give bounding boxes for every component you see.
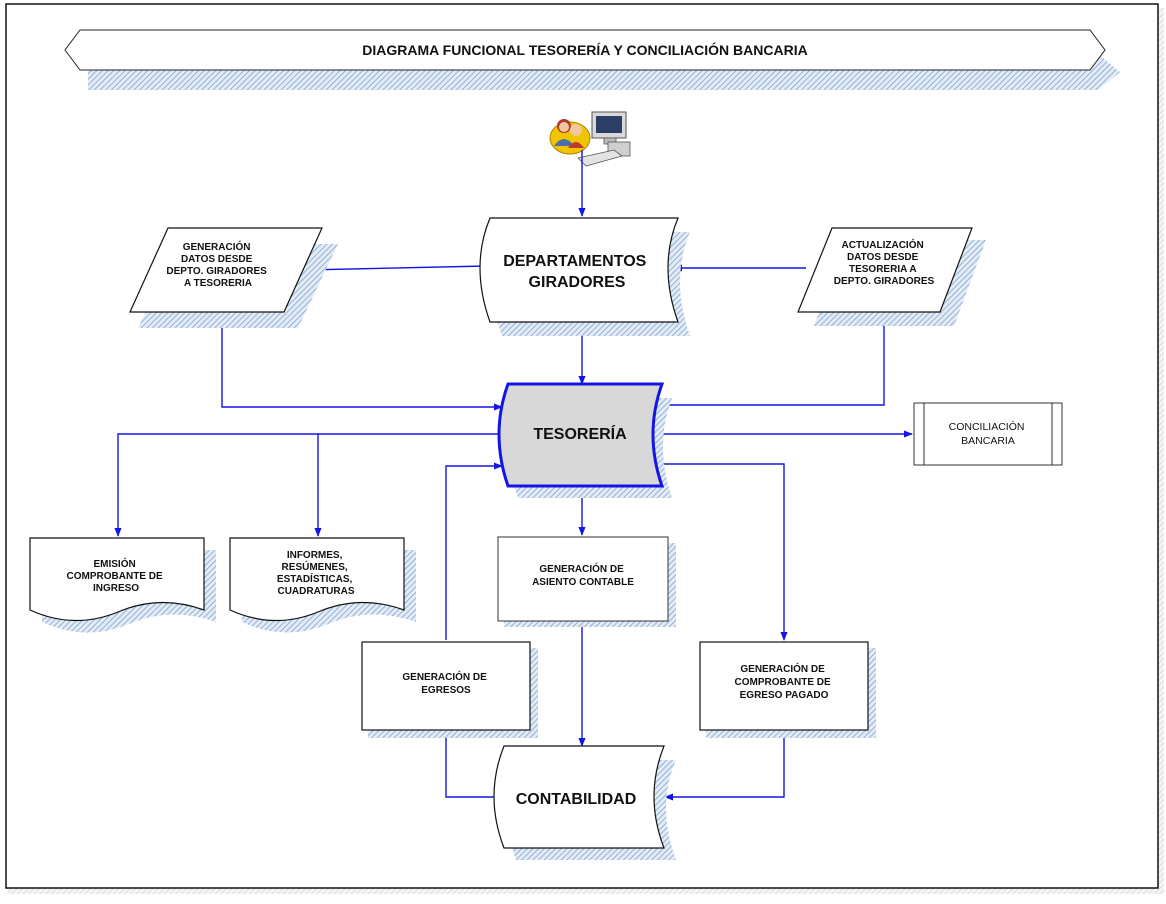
edges bbox=[114, 150, 913, 801]
edge-comprobante-to-contabilidad bbox=[664, 729, 785, 801]
node-generacion-datos: GENERACIÓN DATOS DESDE DEPTO. GIRADORES … bbox=[129, 227, 338, 328]
node-tesoreria: TESORERÍA bbox=[497, 382, 672, 498]
informes-label: INFORMES, RESÚMENES, ESTADÍSTICAS, CUADR… bbox=[277, 550, 355, 597]
edge-tesoreria-to-actualizacion bbox=[656, 310, 888, 406]
node-emision-comprobante: EMISIÓN COMPROBANTE DE INGRESO bbox=[29, 537, 216, 633]
node-comprobante-egreso: GENERACIÓN DE COMPROBANTE DE EGRESO PAGA… bbox=[699, 641, 876, 738]
page-frame bbox=[5, 3, 1164, 894]
comprobante-egreso-label: GENERACIÓN DE COMPROBANTE DE EGRESO PAGA… bbox=[735, 662, 834, 701]
edge-tesoreria-to-comprobante bbox=[662, 463, 788, 641]
contabilidad-label: CONTABILIDAD bbox=[516, 791, 637, 808]
diagram-title: DIAGRAMA FUNCIONAL TESORERÍA Y CONCILIAC… bbox=[362, 41, 807, 58]
egresos-label: GENERACIÓN DE EGRESOS bbox=[402, 670, 489, 696]
user-computer-icon bbox=[549, 111, 631, 167]
tesoreria-label: TESORERÍA bbox=[533, 424, 627, 443]
generacion-datos-label: GENERACIÓN DATOS DESDE DEPTO. GIRADORES … bbox=[166, 240, 269, 289]
node-informes: INFORMES, RESÚMENES, ESTADÍSTICAS, CUADR… bbox=[229, 537, 416, 633]
node-departamentos-giradores: DEPARTAMENTOS GIRADORES bbox=[479, 217, 690, 336]
node-actualizacion-datos: ACTUALIZACIÓN DATOS DESDE TESORERIA A DE… bbox=[797, 227, 986, 326]
edge-egresos-to-tesoreria bbox=[445, 462, 503, 640]
edge-generacion-to-tesoreria bbox=[221, 312, 503, 411]
title-banner: DIAGRAMA FUNCIONAL TESORERÍA Y CONCILIAC… bbox=[64, 29, 1120, 90]
conciliacion-label: CONCILIACIÓN BANCARIA bbox=[949, 420, 1028, 447]
emision-label: EMISIÓN COMPROBANTE DE INGRESO bbox=[67, 557, 166, 594]
edge-tesoreria-to-emision bbox=[114, 433, 500, 537]
edge-contabilidad-to-egresos bbox=[442, 728, 498, 798]
edge-departamentos-to-generacion bbox=[305, 265, 487, 274]
actualizacion-datos-label: ACTUALIZACIÓN DATOS DESDE TESORERIA A DE… bbox=[834, 238, 935, 287]
node-generacion-egresos: GENERACIÓN DE EGRESOS bbox=[361, 641, 538, 738]
asiento-label: GENERACIÓN DE ASIENTO CONTABLE bbox=[532, 562, 634, 588]
node-contabilidad: CONTABILIDAD bbox=[493, 745, 676, 860]
node-conciliacion-bancaria: CONCILIACIÓN BANCARIA bbox=[913, 402, 1063, 466]
departamentos-label: DEPARTAMENTOS GIRADORES bbox=[503, 253, 651, 291]
node-asiento-contable: GENERACIÓN DE ASIENTO CONTABLE bbox=[497, 536, 676, 627]
